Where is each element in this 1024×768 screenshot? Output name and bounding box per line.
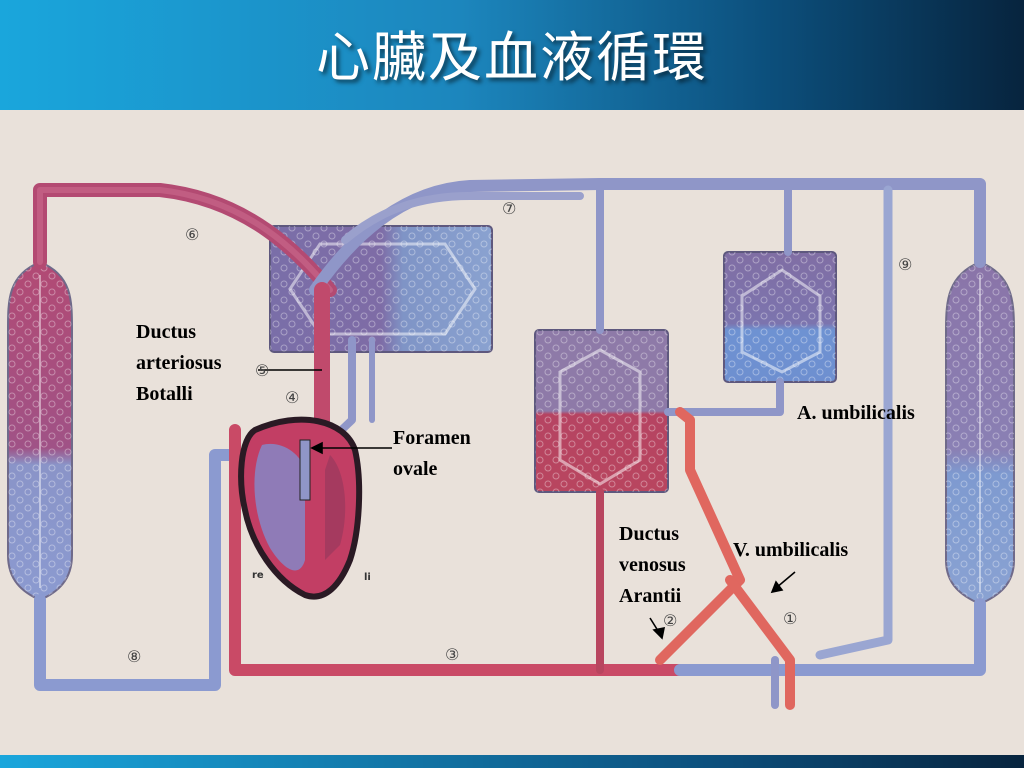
marker-5: ⑤ bbox=[255, 361, 269, 380]
circulation-svg: ① ② ③ ④ ⑤ ⑥ ⑦ ⑧ ⑨ re li bbox=[0, 110, 1024, 755]
right-body-organ bbox=[945, 260, 1015, 606]
heart-mark-left: li bbox=[364, 572, 371, 583]
marker-6: ⑥ bbox=[185, 225, 199, 244]
title-bar: 心臟及血液循環 bbox=[0, 0, 1024, 110]
markers: ① ② ③ ④ ⑤ ⑥ ⑦ ⑧ ⑨ bbox=[127, 199, 912, 666]
circulation-diagram: ① ② ③ ④ ⑤ ⑥ ⑦ ⑧ ⑨ re li Ductus arteriosu… bbox=[0, 110, 1024, 755]
label-v-umbilicalis: V. umbilicalis bbox=[733, 539, 849, 561]
label-ductus-arteriosus-line2: arteriosus bbox=[136, 352, 222, 374]
gut-organ bbox=[723, 251, 837, 383]
label-a-umbilicalis: A. umbilicalis bbox=[797, 402, 915, 424]
marker-4: ④ bbox=[285, 388, 299, 407]
inferior-vena-cava bbox=[229, 424, 686, 676]
marker-3: ③ bbox=[445, 645, 459, 664]
label-ductus-arteriosus-line1: Ductus bbox=[136, 321, 197, 343]
v-umbilicalis-vessel bbox=[725, 575, 795, 710]
heart bbox=[238, 416, 363, 600]
marker-2: ② bbox=[663, 611, 677, 630]
label-foramen-ovale-line1: Foramen bbox=[393, 427, 471, 449]
ductus-venosus-vessel bbox=[655, 407, 745, 665]
marker-9: ⑨ bbox=[898, 255, 912, 274]
label-ductus-arteriosus: Ductus arteriosus Botalli bbox=[136, 317, 222, 410]
heart-mark-right: re bbox=[252, 570, 264, 581]
label-foramen-ovale: Foramen ovale bbox=[393, 423, 471, 485]
lower-left-vein bbox=[34, 449, 251, 691]
marker-7: ⑦ bbox=[502, 199, 516, 218]
label-ductus-venosus-line1: Ductus bbox=[619, 523, 680, 545]
annotation-arrows bbox=[258, 369, 796, 640]
heart-marks: re li bbox=[252, 570, 371, 583]
lung-organ bbox=[269, 225, 493, 353]
a-umbilicalis-vessel bbox=[815, 185, 893, 660]
label-ductus-venosus-line2: venosus bbox=[619, 554, 686, 576]
left-body-organ bbox=[7, 260, 73, 602]
marker-8: ⑧ bbox=[127, 647, 141, 666]
footer-bar bbox=[0, 755, 1024, 768]
slide-title: 心臟及血液循環 bbox=[316, 26, 708, 89]
liver-organ bbox=[534, 329, 669, 493]
marker-1: ① bbox=[783, 609, 797, 628]
label-ductus-venosus: Ductus venosus Arantii bbox=[619, 519, 686, 612]
label-ductus-venosus-line3: Arantii bbox=[619, 585, 682, 607]
label-ductus-arteriosus-line3: Botalli bbox=[136, 383, 193, 405]
label-foramen-ovale-line2: ovale bbox=[393, 458, 438, 480]
